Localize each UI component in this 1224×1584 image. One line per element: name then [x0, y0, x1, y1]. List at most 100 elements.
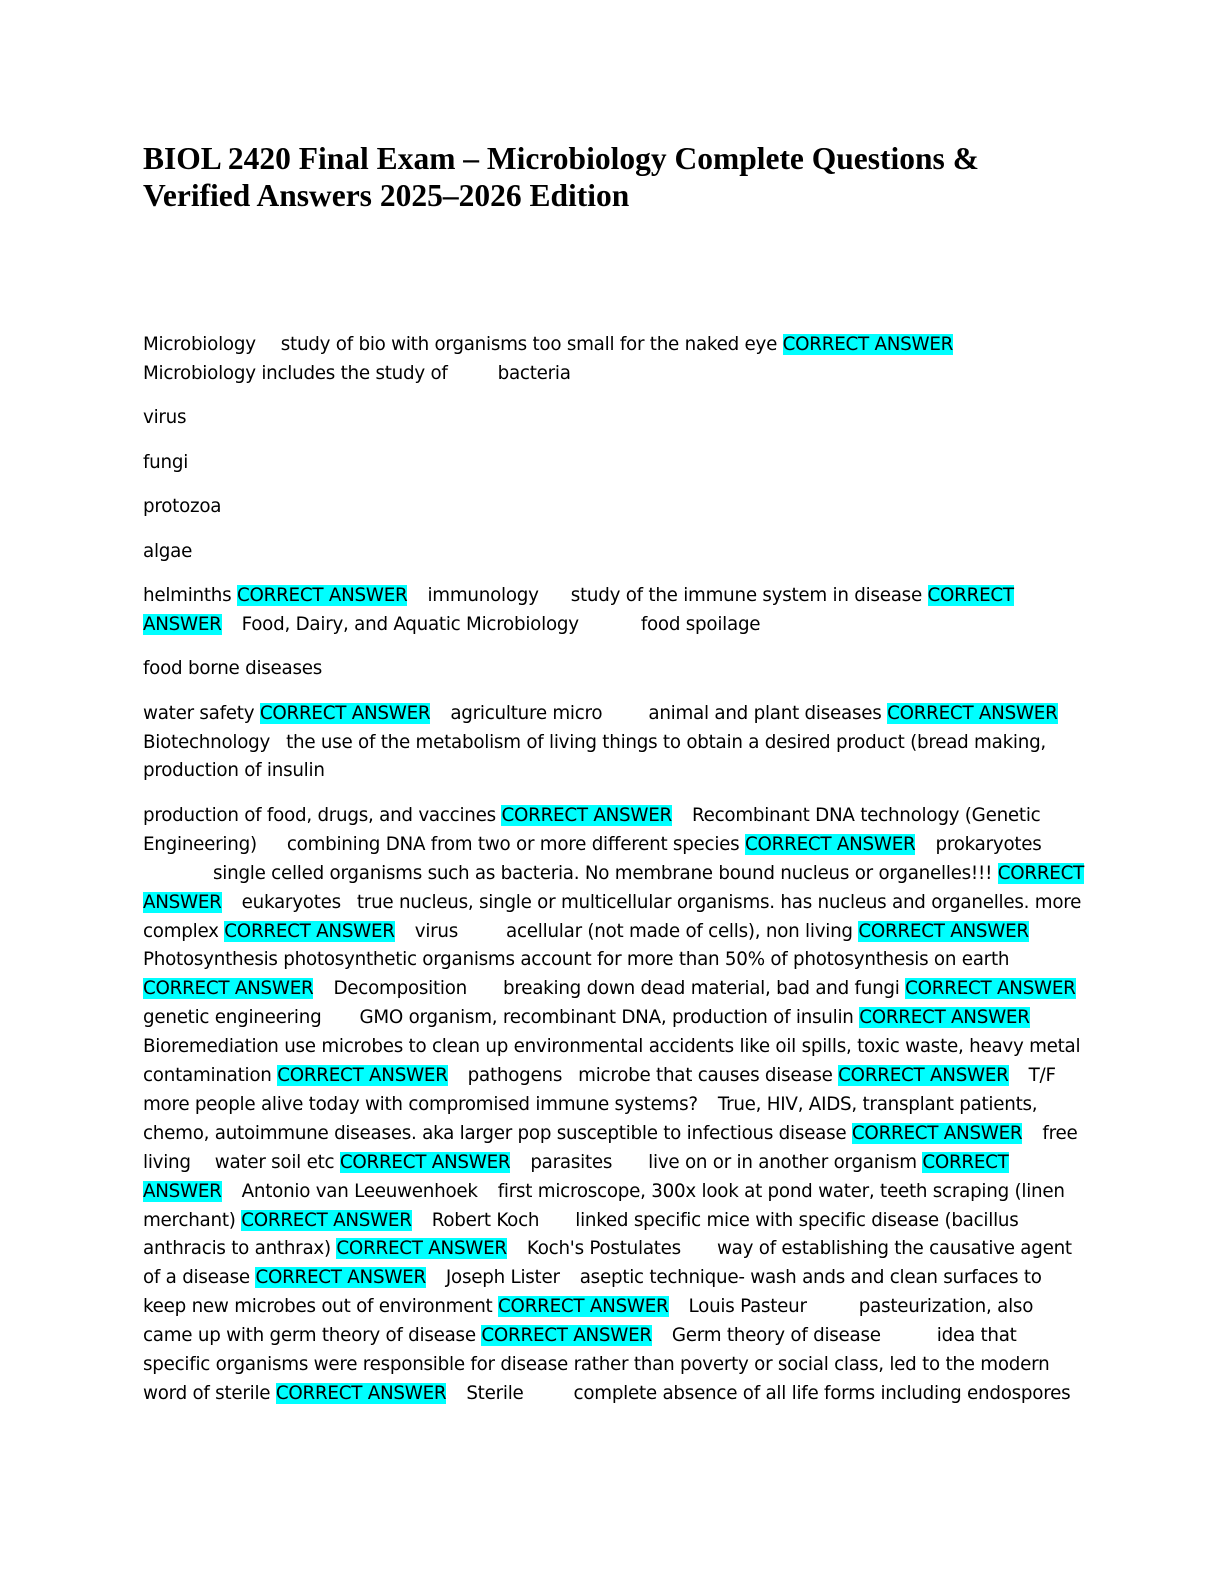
text-run: contamination [143, 1065, 272, 1087]
correct-answer-highlight: ANSWER [143, 613, 222, 635]
text-run: helminths [143, 584, 232, 606]
text-run: virus [143, 407, 187, 429]
text-run: pasteurization, also [858, 1296, 1034, 1318]
correct-answer-highlight: CORRECT ANSWER [745, 833, 916, 855]
correct-answer-highlight: CORRECT ANSWER [859, 1007, 1030, 1029]
correct-answer-highlight: CORRECT ANSWER [858, 920, 1029, 942]
correct-answer-highlight: CORRECT ANSWER [255, 1267, 426, 1289]
text-run: water safety [143, 702, 255, 724]
text-run: bacteria [497, 362, 571, 384]
text-run: complete absence of all life forms inclu… [573, 1383, 1071, 1404]
text-line: keep new microbes out of environment COR… [143, 1293, 1078, 1322]
text-line: specific organisms were responsible for … [143, 1351, 1078, 1380]
correct-answer-highlight: CORRECT ANSWER [339, 1151, 511, 1173]
correct-answer-highlight: CORRECT ANSWER [143, 978, 314, 1000]
text-run: merchant) [143, 1209, 236, 1231]
text-line: Photosynthesis photosynthetic organisms … [143, 946, 1078, 975]
text-run: the use of the metabolism of living thin… [286, 731, 1046, 753]
correct-answer-highlight: CORRECT [997, 862, 1085, 884]
text-run: specific organisms were responsible for … [143, 1354, 1050, 1376]
text-run: Germ theory of disease [671, 1325, 881, 1347]
text-run: protozoa [143, 496, 222, 518]
text-run: true nucleus, single or multicellular or… [356, 891, 1082, 913]
correct-answer-highlight: CORRECT ANSWER [905, 978, 1076, 1000]
correct-answer-highlight: CORRECT ANSWER [275, 1383, 447, 1404]
paragraph: food borne diseases [143, 655, 1078, 684]
text-run: of a disease [143, 1267, 250, 1289]
text-run: fungi [143, 451, 189, 473]
text-run: genetic engineering [143, 1007, 322, 1029]
text-run: production of insulin [143, 760, 325, 782]
correct-answer-highlight: CORRECT [927, 584, 1014, 606]
text-run: combining DNA from two or more different… [286, 833, 740, 855]
text-line: chemo, autoimmune diseases. aka larger p… [143, 1120, 1078, 1149]
text-run: aseptic technique- wash ands and clean s… [579, 1267, 1042, 1289]
text-run: keep new microbes out of environment [143, 1296, 493, 1318]
text-run: Louis Pasteur [688, 1296, 808, 1318]
text-run: Robert Koch [431, 1209, 540, 1231]
text-run: animal and plant diseases [648, 702, 882, 724]
text-run: Sterile [466, 1383, 524, 1404]
correct-answer-highlight: CORRECT ANSWER [851, 1122, 1023, 1144]
text-run: word of sterile [143, 1383, 271, 1404]
text-run: food borne diseases [143, 658, 323, 680]
title-line-1: BIOL 2420 Final Exam – Microbiology Comp… [143, 141, 979, 176]
text-run: Antonio van Leeuwenhoek [241, 1180, 478, 1202]
text-run: first microscope, 300x look at pond wate… [497, 1180, 1065, 1202]
text-run: Biotechnology [143, 731, 271, 753]
text-line: word of sterile CORRECT ANSWER Sterile com… [143, 1380, 1078, 1409]
text-line: of a disease CORRECT ANSWER Joseph Lister… [143, 1264, 1078, 1293]
paragraph: production of food, drugs, and vaccines … [143, 802, 1084, 1409]
text-run: Food, Dairy, and Aquatic Microbiology [241, 613, 579, 635]
text-run: T/F [1028, 1065, 1056, 1087]
text-run: True, HIV, AIDS, transplant patients, [717, 1093, 1038, 1115]
text-run: acellular (not made of cells), non livin… [506, 920, 853, 942]
text-line: Biotechnology the use of the metabolism o… [143, 729, 1078, 758]
correct-answer-highlight: CORRECT ANSWER [782, 334, 954, 355]
text-line: more people alive today with compromised… [143, 1091, 1078, 1120]
paragraph: virus [143, 404, 1078, 433]
text-run: prokaryotes [935, 833, 1042, 855]
correct-answer-highlight: CORRECT ANSWER [236, 584, 408, 606]
text-run: Bioremediation use microbes to clean up … [143, 1036, 1081, 1058]
text-run: idea that [936, 1325, 1017, 1347]
text-run: Joseph Lister [445, 1267, 560, 1289]
text-run: eukaryotes [241, 891, 342, 913]
correct-answer-highlight: CORRECT ANSWER [241, 1209, 412, 1231]
correct-answer-highlight: CORRECT ANSWER [838, 1065, 1009, 1087]
text-run: virus [414, 920, 459, 942]
text-run: food spoilage [640, 613, 761, 635]
text-line: production of food, drugs, and vaccines … [143, 802, 1078, 831]
text-run: algae [143, 540, 193, 562]
text-run: Microbiology includes the study of [143, 362, 448, 384]
text-line: Microbiology includes the study of bacter… [143, 360, 1078, 389]
text-run: study of the immune system in disease [570, 584, 923, 606]
correct-answer-highlight: CORRECT [922, 1151, 1009, 1173]
paragraph: protozoa [143, 493, 1078, 522]
text-run: single celled organisms such as bacteria… [213, 862, 993, 884]
text-run: Decomposition [333, 978, 467, 1000]
text-run: microbe that causes disease [578, 1065, 833, 1087]
title-line-2: Verified Answers 2025–2026 Edition [143, 178, 630, 213]
text-run: came up with germ theory of disease [143, 1325, 476, 1347]
correct-answer-highlight: CORRECT ANSWER [481, 1325, 652, 1347]
document-title: BIOL 2420 Final Exam – Microbiology Comp… [143, 140, 1078, 214]
correct-answer-highlight: CORRECT ANSWER [336, 1238, 507, 1260]
text-run: Recombinant DNA technology (Genetic [691, 804, 1041, 826]
text-run: production of food, drugs, and vaccines [143, 804, 496, 826]
text-run: water soil etc [214, 1151, 335, 1173]
text-line: ANSWER Food, Dairy, and Aquatic Microbiol… [143, 611, 1078, 640]
text-run: way of establishing the causative agent [716, 1238, 1072, 1260]
correct-answer-highlight: ANSWER [143, 891, 222, 913]
text-run: living [143, 1151, 191, 1173]
